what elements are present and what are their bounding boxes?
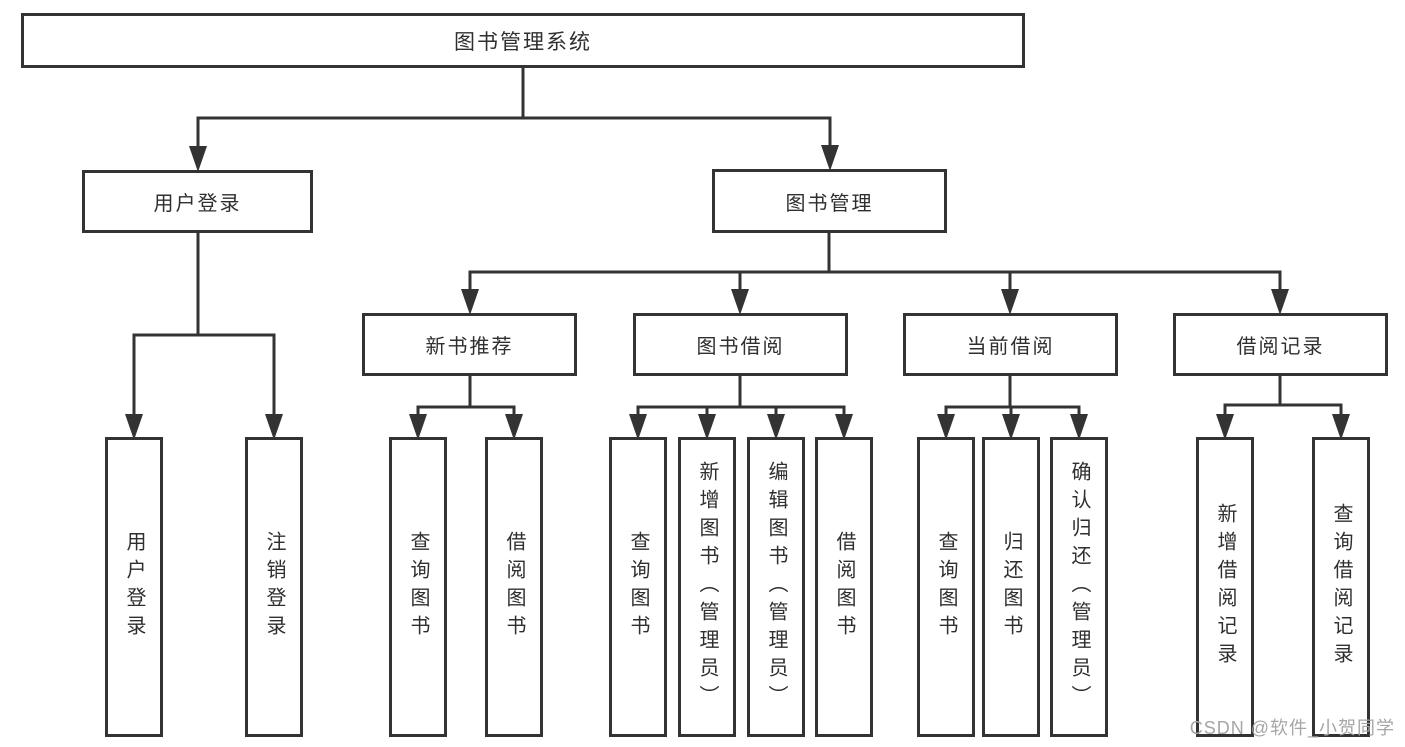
arrowhead-icons [125,145,1350,440]
node-label: 归还图书 [1000,531,1022,643]
node-label: 用户登录 [123,531,145,643]
leaf-query-book-borrowing: 查询图书 [609,437,667,737]
leaf-borrow-book: 借阅图书 [815,437,873,737]
node-label: 当前借阅 [966,336,1055,358]
node-label: 图书管理 [785,192,874,215]
node-library-management-system: 图书管理系统 [21,13,1025,68]
node-label: 查询图书 [407,531,429,643]
leaf-add-book-admin: 新增图书（管理员） [678,437,736,737]
leaf-query-borrow-record: 查询借阅记录 [1312,437,1370,737]
node-new-book-recommend: 新书推荐 [362,313,577,376]
node-label: 确认归还（管理员） [1068,461,1090,713]
node-book-management: 图书管理 [712,169,947,233]
node-label: 查询借阅记录 [1330,503,1352,671]
node-label: 新增图书（管理员） [696,461,718,713]
leaf-borrow-book-recommend: 借阅图书 [485,437,543,737]
node-label: 新增借阅记录 [1214,503,1236,671]
node-label: 注销登录 [263,531,285,643]
node-label: 新书推荐 [425,336,514,358]
node-book-borrowing: 图书借阅 [633,313,848,376]
node-label: 查询图书 [627,531,649,643]
leaf-confirm-return-admin: 确认归还（管理员） [1050,437,1108,737]
leaf-add-borrow-record: 新增借阅记录 [1196,437,1254,737]
node-borrow-records: 借阅记录 [1173,313,1388,376]
node-label: 查询图书 [935,531,957,643]
node-label: 借阅图书 [833,531,855,643]
node-label: 图书管理系统 [454,30,592,54]
node-label: 图书借阅 [696,336,785,358]
leaf-query-book-recommend: 查询图书 [389,437,447,737]
node-label: 借阅图书 [503,531,525,643]
node-current-borrowing: 当前借阅 [903,313,1118,376]
leaf-query-book-current: 查询图书 [917,437,975,737]
node-label: 借阅记录 [1236,336,1325,358]
leaf-logout: 注销登录 [245,437,303,737]
leaf-edit-book-admin: 编辑图书（管理员） [747,437,805,737]
leaf-return-book: 归还图书 [982,437,1040,737]
leaf-user-login: 用户登录 [105,437,163,737]
node-label: 用户登录 [153,193,242,215]
node-label: 编辑图书（管理员） [765,461,787,713]
node-user-login: 用户登录 [82,170,313,233]
